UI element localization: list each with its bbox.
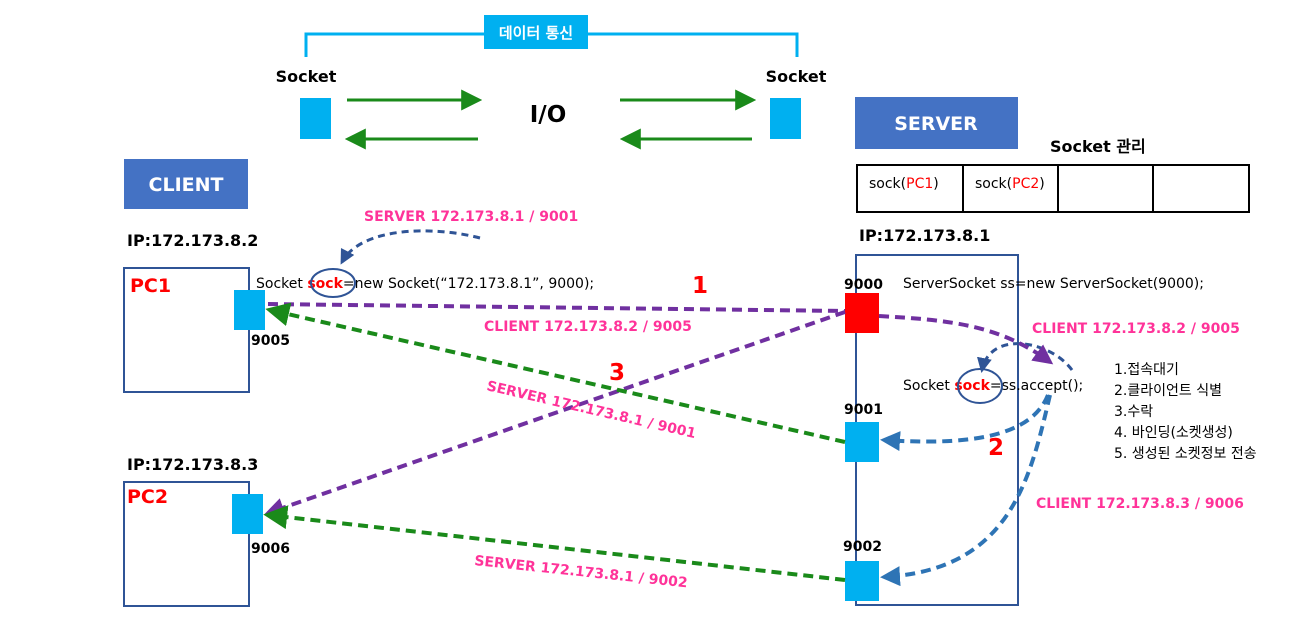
- label-server-9001-diag: SERVER 172.173.8.1 / 9001: [485, 378, 697, 442]
- accept-code: Socket sock=ss.accept();: [903, 378, 1083, 394]
- pc1-response-arrow: [265, 302, 846, 444]
- label-client-pc1-right: CLIENT 172.173.8.2 / 9005: [1032, 321, 1240, 337]
- server-header-label: SERVER: [894, 113, 978, 135]
- server-socket-9001: [845, 422, 879, 462]
- step-number-2: 2: [988, 435, 1004, 461]
- step-item: 3.수락: [1114, 404, 1153, 420]
- client-header-label: CLIENT: [149, 174, 224, 196]
- step-item: 1.접속대기: [1114, 362, 1179, 378]
- port-9000-label: 9000: [844, 277, 883, 293]
- port-9002-label: 9002: [843, 539, 882, 555]
- accept-code-var: sock: [954, 378, 990, 394]
- client-sock-highlight: [310, 268, 356, 298]
- socket-table-cell: sock(PC1): [869, 176, 939, 192]
- step-item: 2.클라이언트 식별: [1114, 383, 1222, 399]
- accept-code-suffix: =ss.accept();: [990, 378, 1083, 394]
- socket-mgmt-title: Socket 관리: [1050, 137, 1146, 156]
- pc2-socket: [232, 494, 263, 534]
- pc2-port: 9006: [251, 541, 290, 557]
- label-client-pc2-right: CLIENT 172.173.8.3 / 9006: [1036, 496, 1244, 512]
- step-item: 4. 바인딩(소켓생성): [1114, 425, 1233, 441]
- client-socket-code: Socket sock=new Socket(“172.173.8.1”, 90…: [256, 276, 594, 292]
- server-socket-9000: [845, 293, 879, 333]
- server-socket-code: ServerSocket ss=new ServerSocket(9000);: [903, 276, 1204, 292]
- client-code-suffix: =new Socket(“172.173.8.1”, 9000);: [343, 276, 594, 292]
- client-code-prefix: Socket: [256, 276, 307, 292]
- io-label: I/O: [530, 102, 567, 128]
- accept-code-prefix: Socket: [903, 378, 954, 394]
- port-9001-label: 9001: [844, 402, 883, 418]
- bind-9001-arrow: [880, 394, 1050, 452]
- server-socket-9002: [845, 561, 879, 601]
- step-number-1: 1: [692, 273, 708, 299]
- right-socket-box: [770, 98, 801, 139]
- step-item: 5. 생성된 소켓정보 전송: [1114, 446, 1257, 462]
- pc2-response-arrow: [263, 505, 846, 582]
- left-socket-box: [300, 98, 331, 139]
- pc2-connect-arrow: [264, 310, 846, 518]
- server-ip: IP:172.173.8.1: [859, 226, 990, 245]
- pc2-label: PC2: [127, 486, 168, 508]
- client-header: [124, 159, 248, 209]
- pc2-box: [123, 481, 250, 607]
- server-header: [855, 97, 1018, 149]
- pc1-ip: IP:172.173.8.2: [127, 231, 258, 250]
- step-number-3: 3: [609, 360, 625, 386]
- pc2-ip: IP:172.173.8.3: [127, 455, 258, 474]
- client-code-var: sock: [307, 276, 343, 292]
- label-client-pc1-mid: CLIENT 172.173.8.2 / 9005: [484, 319, 692, 335]
- pc1-label: PC1: [130, 275, 171, 297]
- connect-request-arrow: [267, 302, 846, 313]
- pc1-socket: [234, 290, 265, 330]
- data-comm-banner: [484, 15, 588, 49]
- right-socket-label: Socket: [766, 67, 827, 86]
- accept-return-arrow: [977, 342, 1074, 373]
- label-server-9002: SERVER 172.173.8.1 / 9002: [474, 553, 689, 591]
- pc1-port: 9005: [251, 333, 290, 349]
- label-server-9001-top: SERVER 172.173.8.1 / 9001: [364, 209, 578, 225]
- socket-table-cell: sock(PC2): [975, 176, 1045, 192]
- bind-9002-arrow: [880, 394, 1052, 587]
- to-accept-arrow: [878, 314, 1054, 365]
- data-comm-title: 데이터 통신: [499, 24, 573, 42]
- left-socket-label: Socket: [276, 67, 337, 86]
- socket-table: [856, 164, 1250, 213]
- server-info-return-arrow: [340, 229, 481, 265]
